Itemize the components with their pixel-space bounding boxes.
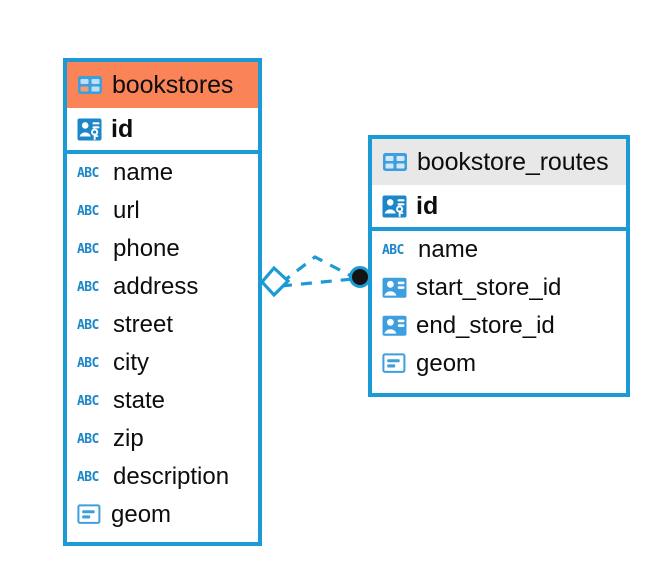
field-row-state[interactable]: ABC state: [67, 382, 258, 420]
field-label: url: [113, 197, 140, 224]
entity-bookstore-routes[interactable]: bookstore_routes id ABC name: [368, 135, 630, 397]
text-type-icon: ABC: [77, 469, 99, 485]
field-label: start_store_id: [416, 274, 562, 301]
field-label: city: [113, 349, 149, 376]
text-type-icon: ABC: [382, 242, 404, 258]
field-label: geom: [111, 501, 172, 528]
field-row-id[interactable]: id: [372, 185, 626, 231]
geometry-type-icon: [382, 353, 406, 373]
field-row-id[interactable]: id: [67, 108, 258, 154]
entity-header-bookstore-routes[interactable]: bookstore_routes: [372, 139, 626, 185]
table-icon: [78, 76, 102, 94]
text-type-icon: ABC: [77, 355, 99, 371]
entity-title: bookstores: [112, 70, 234, 99]
field-row-street[interactable]: ABC street: [67, 306, 258, 344]
field-row-end-store-id[interactable]: end_store_id: [372, 307, 626, 345]
relationship-line-lower: [280, 277, 354, 288]
field-row-geom[interactable]: geom: [67, 496, 258, 534]
foreign-key-icon: [382, 315, 407, 336]
field-row-phone[interactable]: ABC phone: [67, 230, 258, 268]
field-label: end_store_id: [416, 312, 555, 339]
field-row-url[interactable]: ABC url: [67, 192, 258, 230]
field-row-zip[interactable]: ABC zip: [67, 420, 258, 458]
field-row-description[interactable]: ABC description: [67, 458, 258, 496]
field-row-name[interactable]: ABC name: [67, 154, 258, 192]
text-type-icon: ABC: [77, 431, 99, 447]
primary-key-icon: [77, 118, 102, 140]
entity-title: bookstore_routes: [417, 147, 609, 176]
field-label: zip: [113, 425, 144, 452]
field-label: description: [113, 463, 230, 490]
field-row-city[interactable]: ABC city: [67, 344, 258, 382]
text-type-icon: ABC: [77, 317, 99, 333]
field-row-geom[interactable]: geom: [372, 345, 626, 383]
table-icon: [383, 153, 407, 171]
primary-key-icon: [382, 195, 407, 217]
foreign-key-icon: [382, 277, 407, 298]
field-label: state: [113, 387, 166, 414]
entity-bookstores[interactable]: bookstores id ABC name ABC url ABC: [63, 58, 262, 546]
diamond-marker: [259, 265, 291, 298]
field-label: name: [113, 159, 174, 186]
field-label: id: [111, 114, 134, 143]
filled-circle-marker: [349, 266, 371, 288]
field-row-name[interactable]: ABC name: [372, 231, 626, 269]
field-row-start-store-id[interactable]: start_store_id: [372, 269, 626, 307]
text-type-icon: ABC: [77, 241, 99, 257]
field-label: address: [113, 273, 199, 300]
geometry-type-icon: [77, 504, 101, 524]
entity-header-bookstores[interactable]: bookstores: [67, 62, 258, 108]
text-type-icon: ABC: [77, 279, 99, 295]
text-type-icon: ABC: [77, 203, 99, 219]
field-label: id: [416, 191, 439, 220]
relationship-line-upper: [280, 255, 354, 285]
field-label: street: [113, 311, 174, 338]
field-row-address[interactable]: ABC address: [67, 268, 258, 306]
field-label: name: [418, 236, 479, 263]
text-type-icon: ABC: [77, 393, 99, 409]
field-label: geom: [416, 350, 477, 377]
field-label: phone: [113, 235, 180, 262]
text-type-icon: ABC: [77, 165, 99, 181]
